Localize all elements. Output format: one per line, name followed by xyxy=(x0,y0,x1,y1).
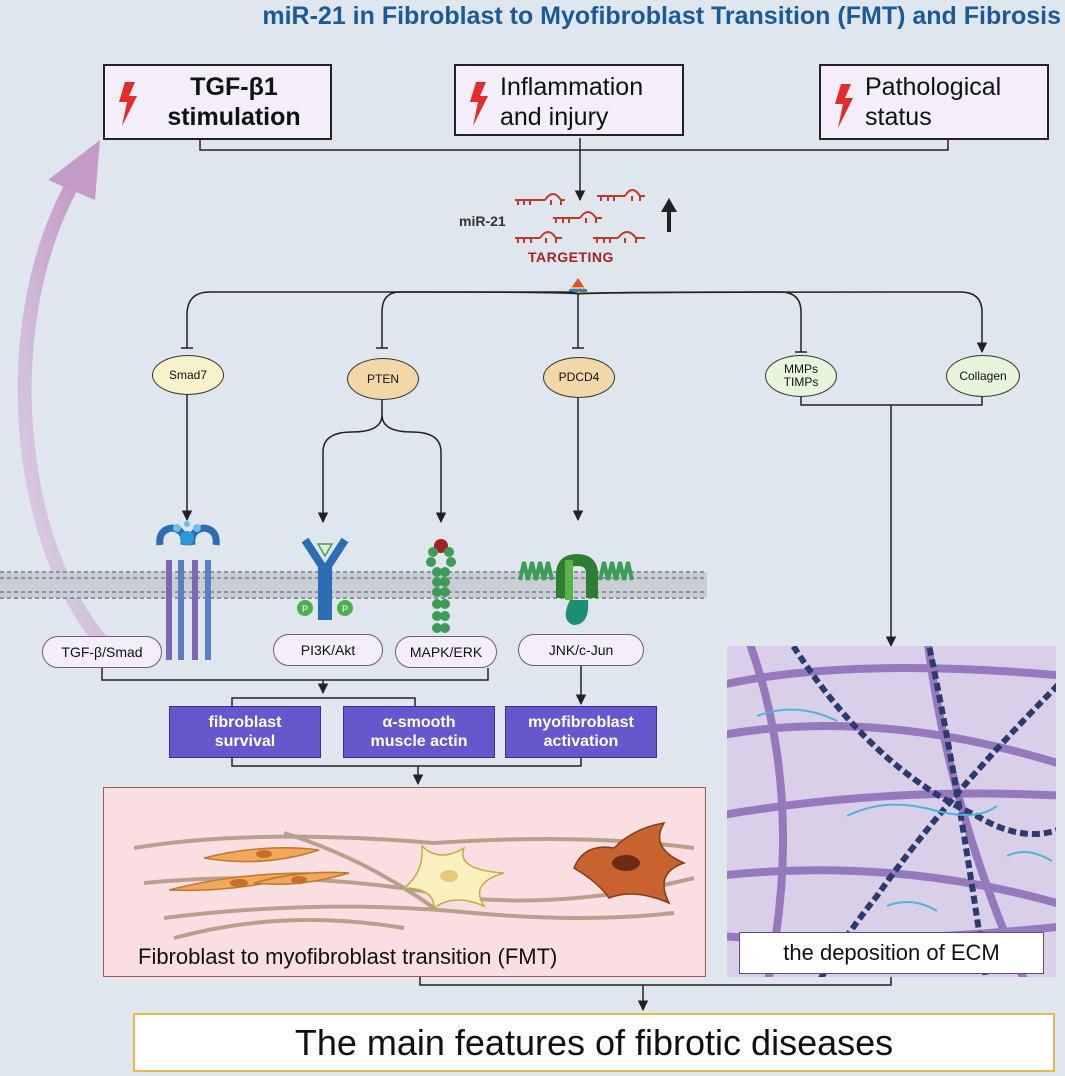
pi3k-receptor-icon: P P xyxy=(297,537,353,620)
trigger-tgf-box: TGF-β1 stimulation xyxy=(103,64,332,140)
fmt-panel xyxy=(103,787,706,977)
pathway-jnk-cjun: JNK/c-Jun xyxy=(518,634,644,666)
lightning-icon xyxy=(835,84,853,128)
outcome-survival-line1: fibroblast xyxy=(208,714,282,731)
outcome-myofibroblast-activation: myofibroblast activation xyxy=(505,706,657,758)
outcome-activation-line2: activation xyxy=(543,733,619,750)
myofibroblast-cell-icon xyxy=(573,821,687,905)
trigger-pathological-line2: status xyxy=(865,103,932,131)
targeting-label: TARGETING xyxy=(528,249,614,265)
svg-text:P: P xyxy=(302,604,308,614)
outcome-actin-line2: muscle actin xyxy=(370,733,468,750)
ecm-panel xyxy=(727,646,1056,977)
feedback-arrow xyxy=(17,140,115,655)
pathway-arrows xyxy=(181,395,983,648)
mapk-receptor-icon xyxy=(426,539,456,633)
outcome-survival-line2: survival xyxy=(214,733,276,750)
ecm-label: the deposition of ECM xyxy=(739,932,1044,974)
jnk-receptor-icon xyxy=(518,553,634,625)
lightning-icon xyxy=(119,82,137,126)
target-collagen: Collagen xyxy=(946,355,1020,397)
trigger-connector xyxy=(199,138,949,202)
protomyofibroblast-cell-icon xyxy=(401,844,505,910)
target-pten: PTEN xyxy=(347,358,419,400)
conclusion-box: The main features of fibrotic diseases xyxy=(133,1013,1055,1072)
pathway-tgf-smad: TGF-β/Smad xyxy=(42,636,162,668)
target-mmps: MMPs xyxy=(783,362,818,376)
up-arrow-icon xyxy=(661,198,677,232)
target-timps: TIMPs xyxy=(783,375,819,389)
trigger-tgf-line1: TGF-β1 xyxy=(190,73,278,101)
trigger-tgf-line2: stimulation xyxy=(167,103,301,131)
outcome-activation-line1: myofibroblast xyxy=(528,714,634,731)
fmt-cells-illustration xyxy=(133,821,695,940)
target-smad7: Smad7 xyxy=(152,355,224,395)
mirna-label: miR-21 xyxy=(459,213,506,229)
trigger-pathological-line1: Pathological xyxy=(865,73,1002,101)
lightning-icon xyxy=(470,82,488,126)
mirna-hairpins xyxy=(515,189,645,243)
trigger-inflammation-line1: Inflammation xyxy=(500,73,644,101)
targeting-triangle-icon xyxy=(567,278,589,294)
diagram-title: miR-21 in Fibroblast to Myofibroblast Tr… xyxy=(262,2,1061,30)
trigger-inflammation-line2: and injury xyxy=(500,103,609,131)
pathway-mapk-erk: MAPK/ERK xyxy=(395,636,497,668)
outcome-fibroblast-survival: fibroblast survival xyxy=(169,706,321,758)
fmt-label: Fibroblast to myofibroblast transition (… xyxy=(138,944,558,969)
pathway-pi3k-akt: PI3K/Akt xyxy=(273,634,383,666)
outcome-alpha-sma: α-smooth muscle actin xyxy=(343,706,495,758)
target-branches xyxy=(181,291,988,354)
outcome-connectors xyxy=(101,665,892,1012)
target-pdcd4: PDCD4 xyxy=(543,357,615,398)
fibroblast-cell-icon xyxy=(168,847,350,892)
trigger-pathological-box: Pathological status xyxy=(819,64,1049,140)
svg-text:P: P xyxy=(342,604,348,614)
trigger-inflammation-box: Inflammation and injury xyxy=(454,64,684,136)
outcome-actin-line1: α-smooth xyxy=(382,714,456,731)
tgf-receptor-icon xyxy=(156,521,220,660)
ecm-fibers-illustration xyxy=(727,646,1056,977)
